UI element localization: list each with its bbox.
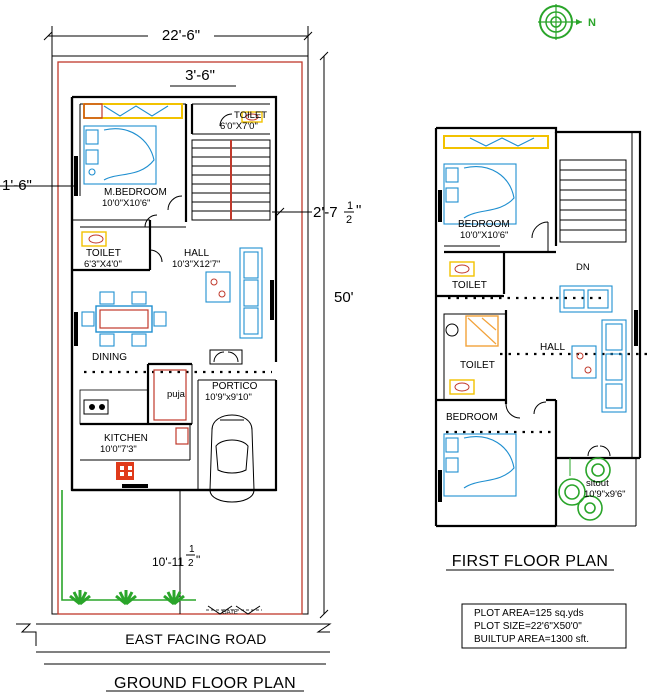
gf-right-setback-dimension: 2'-7 1 2 " (313, 200, 361, 226)
svg-text:2: 2 (188, 558, 194, 569)
plot-info-box: PLOT AREA=125 sq.yds PLOT SIZE=22'6"X50'… (461, 603, 627, 649)
ff-plan (434, 126, 650, 528)
ff-toilet1-name: TOILET (452, 280, 487, 291)
svg-text:1: 1 (347, 200, 353, 212)
gf-toilet1-name: TOILET (234, 110, 267, 121)
gf-mbedroom-name: M.BEDROOM (104, 187, 167, 198)
gf-puja-name: puja (167, 389, 186, 400)
ff-plan-title: FIRST FLOOR PLAN (452, 553, 609, 570)
svg-text:2: 2 (346, 214, 352, 226)
gf-gate-icon: GATE (206, 605, 262, 616)
ff-bedroom1-name: BEDROOM (458, 219, 510, 230)
gf-staircase (191, 139, 271, 221)
ff-sitout-size: 10'9"x9'6" (584, 489, 626, 500)
gf-portico-size: 10'9"x9'10" (205, 392, 252, 403)
compass-icon: N (538, 4, 596, 40)
gf-toilet2-name: TOILET (86, 248, 121, 259)
svg-text:10'-11: 10'-11 (152, 555, 184, 569)
gf-hall-name: HALL (184, 248, 209, 259)
ff-sitout-name: sitout (586, 478, 609, 489)
gf-kitchen-stove (116, 462, 134, 480)
plot-size-text: PLOT SIZE=22'6"X50'0" (474, 621, 582, 632)
gf-hall-size: 10'3"X12'7" (172, 259, 220, 270)
gf-toilet2-size: 6'3"X4'0" (84, 259, 122, 270)
gf-depth-dimension: 50' (334, 289, 354, 306)
gf-mbedroom-size: 10'0"X10'6" (102, 198, 150, 209)
ff-toilet2-name: TOILET (460, 360, 495, 371)
ff-bedroom2-name: BEDROOM (446, 412, 498, 423)
gf-stair-dimension: 3'-6" (185, 67, 215, 84)
gf-plan-title: GROUND FLOOR PLAN (114, 675, 296, 692)
gf-left-setback-dimension: 1'-6" (2, 177, 32, 194)
gf-garden-edge (61, 490, 196, 601)
gf-width-dimension: 22'-6" (162, 27, 200, 44)
gf-kitchen-name: KITCHEN (104, 433, 148, 444)
svg-text:GATE: GATE (222, 610, 238, 616)
ff-dn-label: DN (576, 262, 590, 273)
ff-hall-name: HALL (540, 342, 565, 353)
gf-portico-name: PORTICO (212, 381, 258, 392)
gf-dining-table (81, 291, 167, 347)
gf-dining-name: DINING (92, 352, 127, 363)
compass-north-label: N (588, 17, 596, 29)
gf-kitchen-size: 10'0"7'3" (100, 444, 137, 455)
svg-text:1: 1 (189, 544, 195, 555)
svg-text:": " (356, 202, 361, 219)
builtup-area-text: BUILTUP AREA=1300 sft. (474, 634, 589, 645)
ff-bedroom1-size: 10'0"X10'6" (460, 230, 508, 241)
gf-master-bed (83, 125, 157, 185)
svg-text:2'-7: 2'-7 (313, 204, 338, 221)
gf-car (209, 414, 255, 503)
gf-front-dimension: 10'-11 1 2 " (152, 544, 200, 569)
gf-hall-sofa (205, 247, 263, 339)
svg-text:": " (196, 553, 200, 567)
gf-road-label: EAST FACING ROAD (125, 631, 266, 647)
gf-plant-icon (69, 590, 185, 606)
gf-toilet1-size: 6'0"X7'0" (220, 121, 258, 132)
plot-area-text: PLOT AREA=125 sq.yds (474, 608, 584, 619)
